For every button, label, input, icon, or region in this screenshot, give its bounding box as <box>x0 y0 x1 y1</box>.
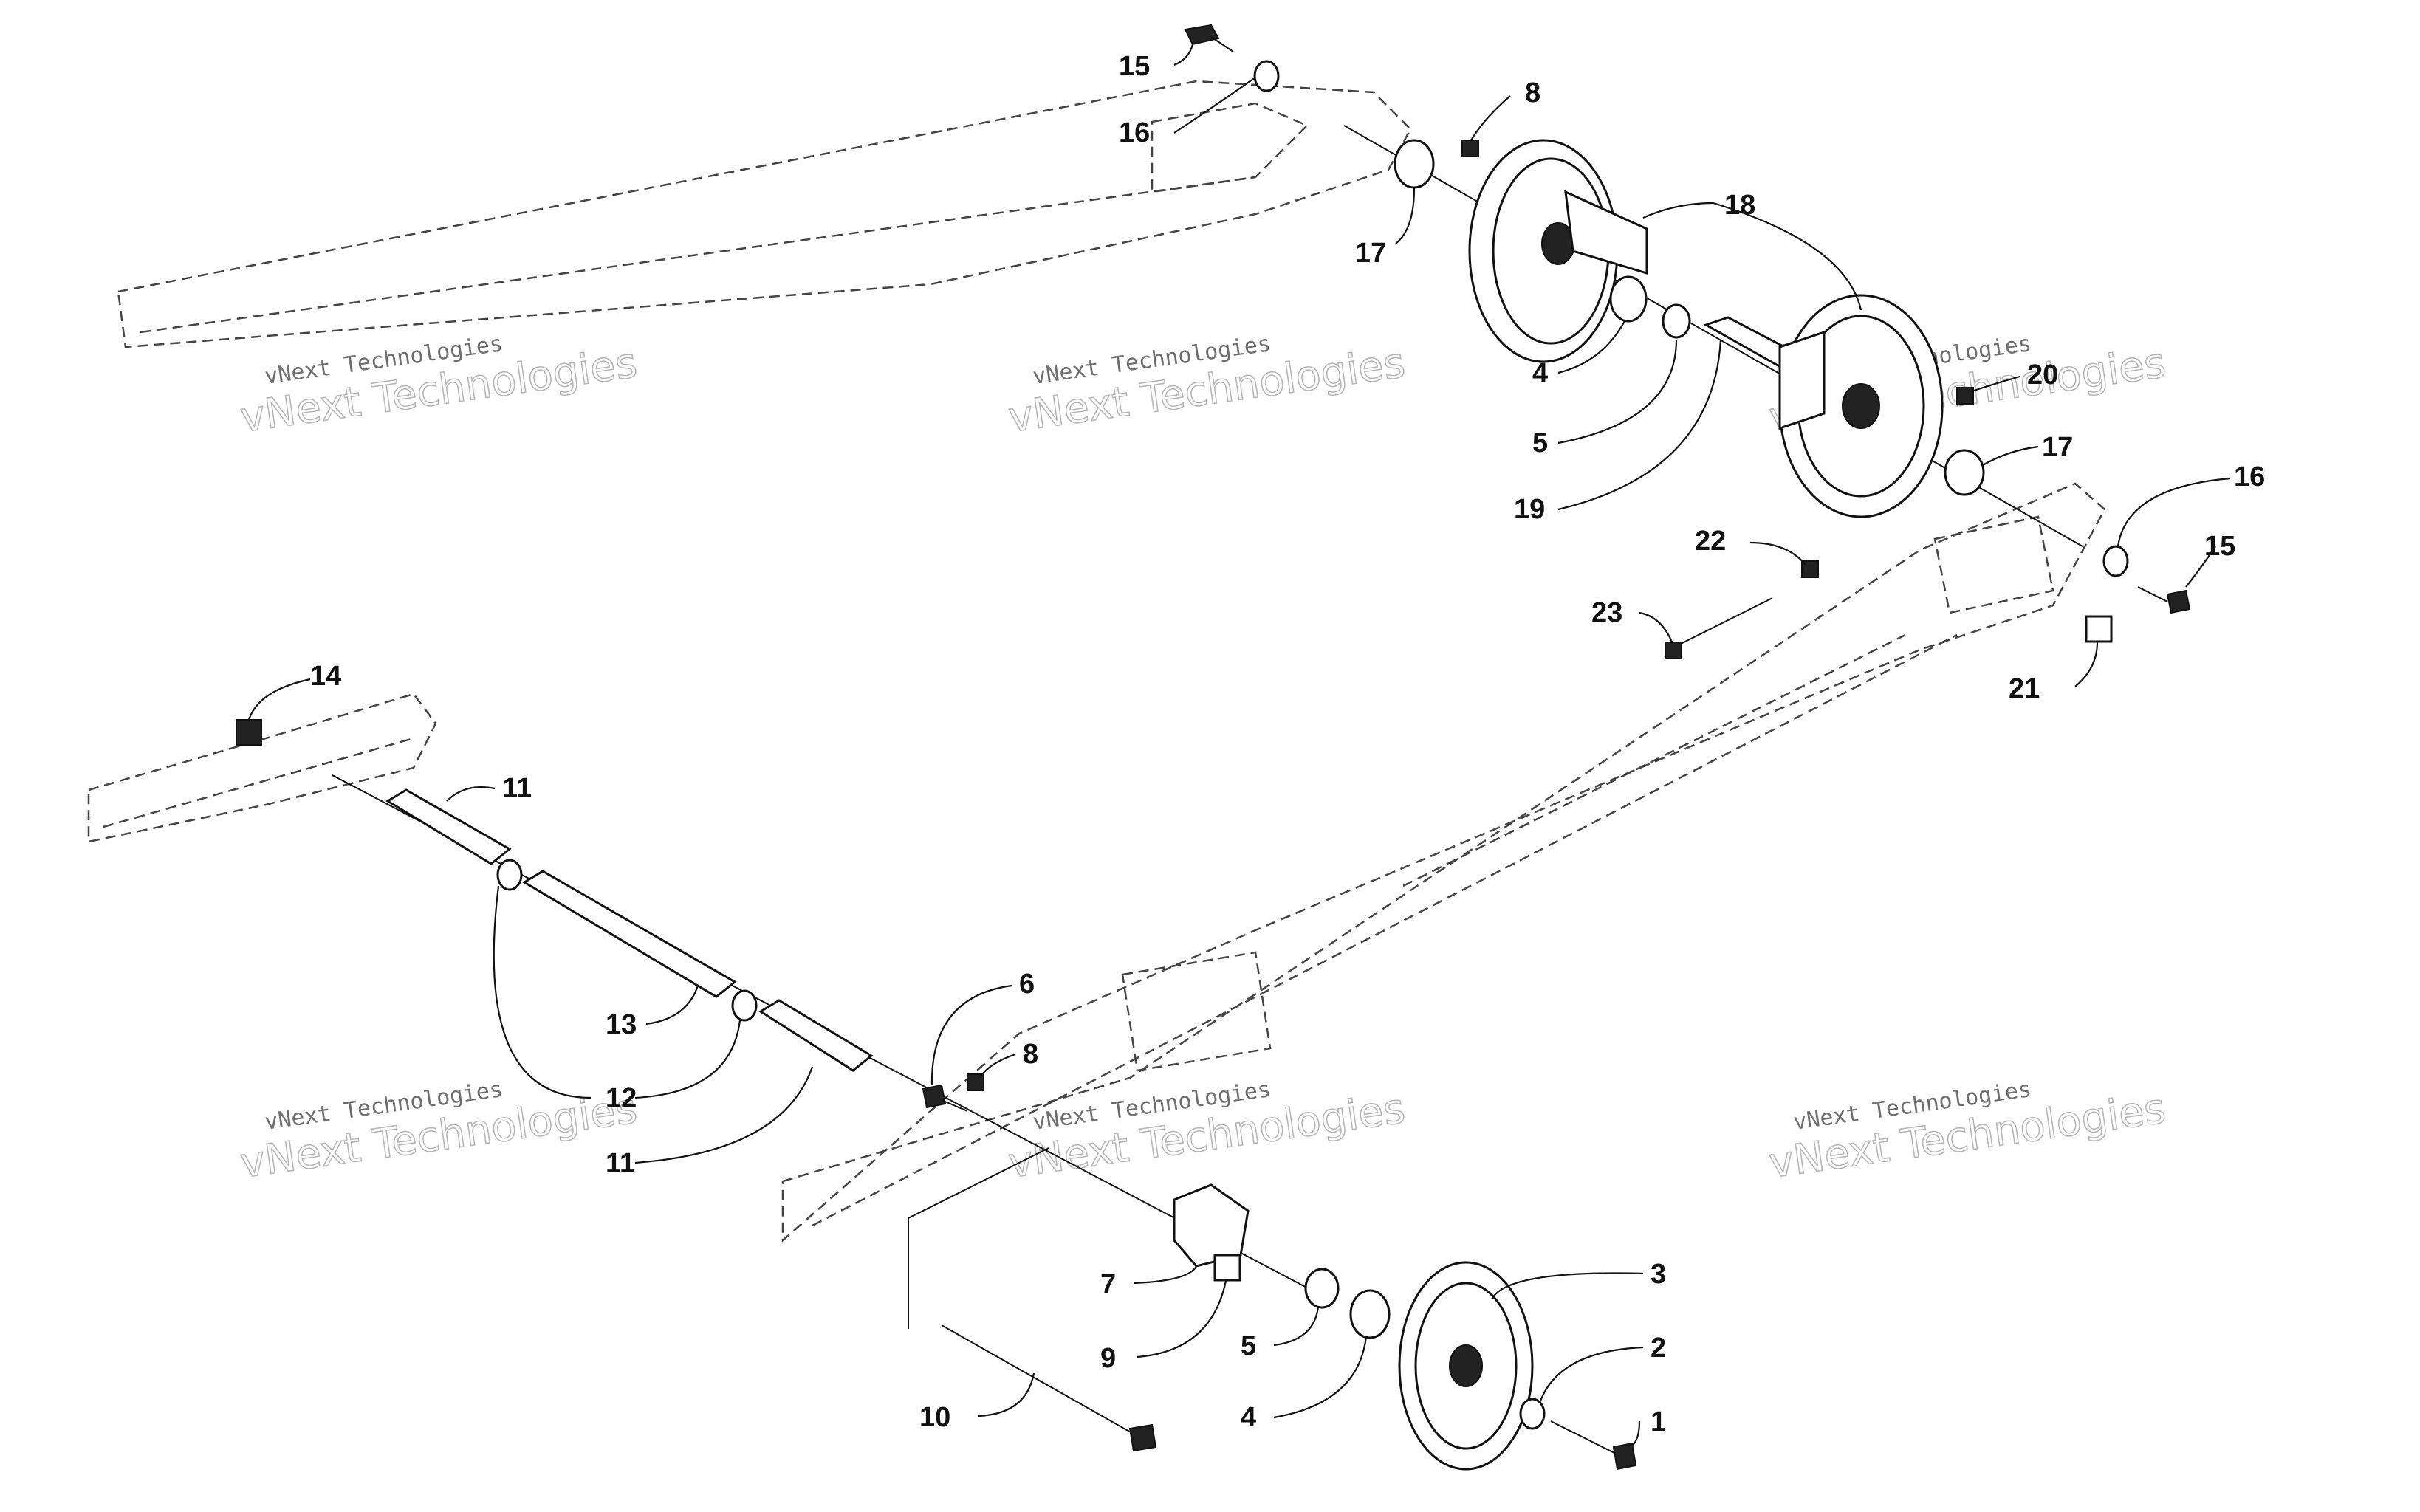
callout-3: 3 <box>1651 1259 1666 1290</box>
ring-12-left <box>496 859 523 891</box>
wheel-3 <box>1398 1261 1534 1471</box>
nut-14 <box>236 719 262 746</box>
callout-1: 1 <box>1651 1406 1666 1437</box>
callout-11-right: 11 <box>606 1148 635 1179</box>
washer-2 <box>1519 1398 1546 1430</box>
callout-20: 20 <box>2027 360 2058 391</box>
washer-16-top <box>1253 60 1280 92</box>
idler-wheel-18-outer <box>1778 294 1944 518</box>
callout-18: 18 <box>1724 190 1755 221</box>
spacer-tube-13 <box>522 870 737 998</box>
callout-12: 12 <box>606 1083 637 1114</box>
bushing-17-top <box>1394 139 1435 189</box>
callout-19: 19 <box>1514 494 1545 525</box>
idler-wheel-18 <box>1468 139 1648 363</box>
nut-22 <box>1801 560 1819 578</box>
snap-ring-5-top <box>1662 303 1691 339</box>
callout-17-top: 17 <box>1355 238 1386 269</box>
bolt-15-right <box>2137 586 2191 614</box>
callout-5-lower: 5 <box>1241 1330 1256 1361</box>
washer-16-right <box>2102 545 2129 577</box>
nut-9 <box>1213 1254 1241 1282</box>
bolt-10 <box>941 1324 1157 1452</box>
callout-16-top: 16 <box>1119 117 1150 148</box>
callout-9: 9 <box>1100 1343 1116 1374</box>
callout-13: 13 <box>606 1009 637 1040</box>
nut-8-lower <box>967 1073 984 1091</box>
watermark-2: vNext Technologies vNext Technologies <box>1005 331 1409 443</box>
nut-21 <box>2085 615 2113 643</box>
callout-23: 23 <box>1591 597 1622 628</box>
bolt-15-top <box>1184 24 1234 52</box>
bearing-4-top <box>1609 275 1648 323</box>
ring-12-right <box>731 989 758 1022</box>
callout-8-lower: 8 <box>1023 1039 1038 1070</box>
callout-6: 6 <box>1019 969 1035 1000</box>
callout-15-top: 15 <box>1119 51 1150 82</box>
spacer-tube-11-right <box>758 999 874 1072</box>
callout-15-right: 15 <box>2204 531 2235 562</box>
callout-10: 10 <box>919 1402 950 1433</box>
callout-2: 2 <box>1651 1333 1666 1364</box>
watermark-4: vNext Technologies vNext Technologies <box>237 1076 641 1189</box>
snap-ring-5-lower <box>1304 1268 1340 1309</box>
callout-16-right: 16 <box>2234 461 2265 492</box>
bolt-10-path <box>908 1147 1049 1329</box>
callout-14: 14 <box>310 661 341 692</box>
callout-21: 21 <box>2009 673 2040 704</box>
callout-5-top: 5 <box>1532 427 1548 458</box>
callout-4-top: 4 <box>1532 358 1548 389</box>
leader-lines <box>247 44 2231 1446</box>
callout-4-lower: 4 <box>1241 1402 1256 1433</box>
bolt-6 <box>922 1084 968 1112</box>
rail-upper-left <box>117 80 1412 348</box>
callout-7: 7 <box>1100 1269 1116 1300</box>
callout-17-right: 17 <box>2042 432 2073 463</box>
spacer-tube-11-left <box>385 788 512 865</box>
callout-labels: 15 16 8 17 18 4 5 19 20 17 16 15 22 23 2… <box>310 51 2265 1437</box>
nut-8-top <box>1461 140 1479 157</box>
rail-rear-left <box>87 693 437 843</box>
bearing-4-lower <box>1349 1289 1391 1339</box>
bushing-17-right <box>1944 449 1985 496</box>
bolt-20 <box>1956 387 1974 405</box>
bolt-23 <box>1665 597 1773 659</box>
bolt-1 <box>1550 1420 1637 1471</box>
watermark-5: vNext Technologies vNext Technologies <box>1005 1076 1409 1189</box>
callout-11-left: 11 <box>502 773 532 804</box>
callout-8-top: 8 <box>1525 78 1540 109</box>
watermark-1: vNext Technologies vNext Technologies <box>237 331 641 443</box>
watermark-6: vNext Technologies vNext Technologies <box>1766 1076 2170 1189</box>
callout-22: 22 <box>1695 526 1726 557</box>
